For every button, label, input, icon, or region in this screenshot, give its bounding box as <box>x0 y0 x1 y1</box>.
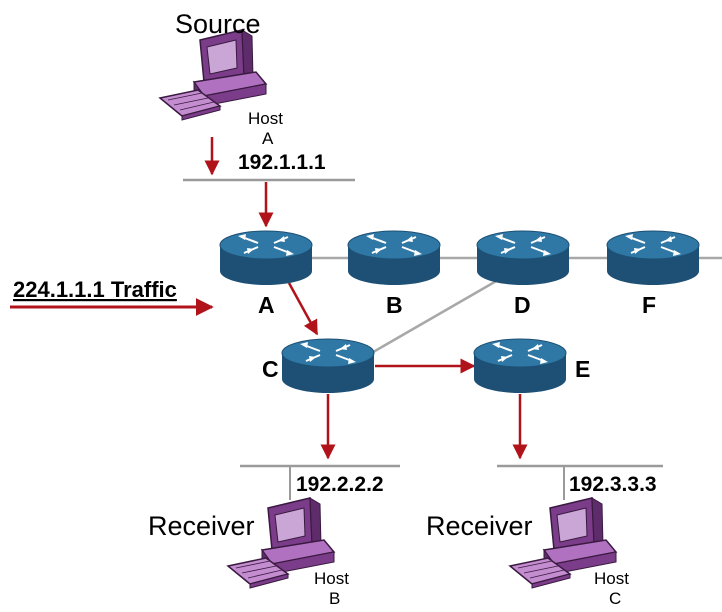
traffic-label: 224.1.1.1 Traffic <box>13 277 177 302</box>
router-c-label: C <box>262 356 279 382</box>
router-d-icon <box>476 230 570 286</box>
receiver-c-ip: 192.3.3.3 <box>569 473 657 496</box>
receiver-b-ip: 192.2.2.2 <box>296 473 384 496</box>
router-e-icon <box>473 338 567 394</box>
source-ip: 192.1.1.1 <box>238 151 326 174</box>
router-c-icon <box>281 338 375 394</box>
router-a-icon <box>219 230 313 286</box>
router-f-icon <box>606 230 700 286</box>
router-b-label: B <box>386 292 403 318</box>
router-b-icon <box>347 230 441 286</box>
router-d-label: D <box>514 292 531 318</box>
router-e-label: E <box>575 356 590 382</box>
receiver-b-host-word: Host <box>314 569 349 588</box>
link-d-c <box>367 274 506 357</box>
receiver-c-host-letter: C <box>609 589 621 608</box>
receiver-b-title: Receiver <box>148 511 255 541</box>
receiver-c-title: Receiver <box>426 511 533 541</box>
arrow-a-to-c <box>287 282 319 336</box>
source-host-word: Host <box>248 109 283 128</box>
receiver-b-host-letter: B <box>329 589 340 608</box>
source-title: Source <box>175 9 261 39</box>
receiver-c-host-word: Host <box>594 569 629 588</box>
router-f-label: F <box>642 292 656 318</box>
source-computer-icon <box>159 29 267 121</box>
router-a-label: A <box>258 292 275 318</box>
source-host-letter: A <box>262 129 274 148</box>
